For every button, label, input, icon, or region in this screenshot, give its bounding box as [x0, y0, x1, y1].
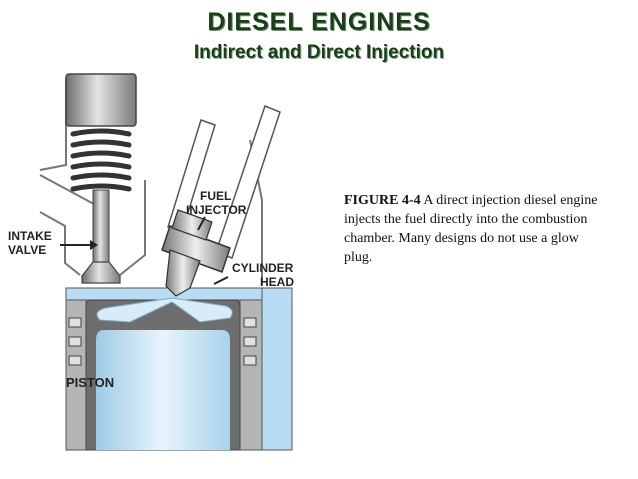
fuel-injector	[161, 105, 281, 297]
figure-caption-text: A direct injection diesel engine injects…	[344, 193, 598, 265]
label-injector: INJECTOR	[186, 203, 247, 217]
cylinder-head-pointer	[213, 276, 229, 285]
intake-valve-stem	[92, 189, 110, 266]
fuel-spray	[96, 297, 233, 323]
valve-guide-housing	[39, 78, 67, 171]
figure-caption: FIGURE 4-4 A direct injection diesel eng…	[344, 191, 604, 267]
figure-number: FIGURE 4-4	[344, 193, 421, 208]
piston-crown	[96, 330, 230, 450]
label-fuel: FUEL	[200, 189, 231, 203]
label-cylinder: CYLINDER	[232, 261, 294, 275]
slide-subtitle: Indirect and Direct Injection	[193, 42, 445, 63]
valve-spring	[70, 128, 132, 192]
piston-rings	[68, 317, 257, 366]
intake-valve-arrow	[90, 240, 98, 250]
slide-title: DIESEL ENGINES	[207, 8, 431, 36]
label-intake: INTAKE	[8, 229, 52, 243]
fuel-injector-pointer	[197, 216, 206, 231]
intake-valve-head	[81, 261, 121, 284]
label-valve: VALVE	[8, 243, 46, 257]
leader-lines	[60, 216, 229, 285]
valve-actuator-cap	[65, 73, 137, 127]
label-head: HEAD	[260, 275, 294, 289]
coolant-jacket-right	[261, 287, 293, 451]
label-piston: PISTON	[66, 375, 114, 390]
